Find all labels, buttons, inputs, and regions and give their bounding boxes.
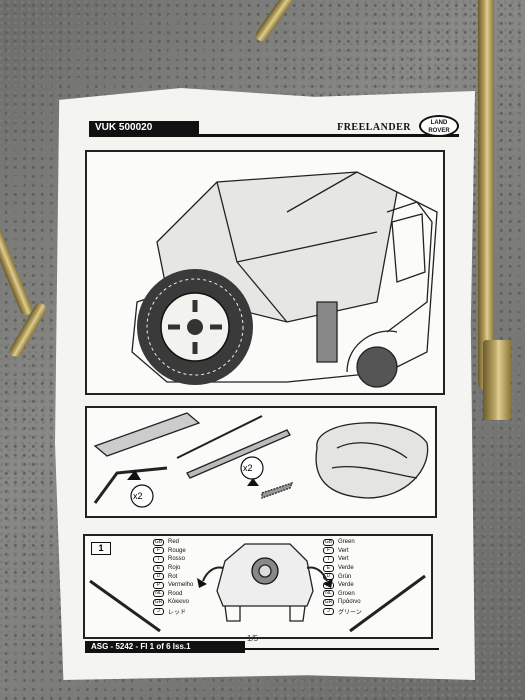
sheet-header: VUK 500020 FREELANDER LAND ROVER [89,115,459,137]
vehicle-illustration-panel [85,150,445,395]
logo-text-bottom: ROVER [428,128,450,134]
metal-rod-top [253,0,295,44]
page-indicator: 1/5 [247,634,259,643]
metal-rod-right-sleeve [483,340,511,420]
logo-text-top: LAND [430,120,448,126]
part-number: VUK 500020 [89,121,199,136]
instruction-sheet: VUK 500020 FREELANDER LAND ROVER [55,88,475,680]
model-name: FREELANDER [337,122,411,133]
step-one-drawing [89,543,426,633]
kit-contents-drawing: x2 x2 [93,412,429,508]
footer-divider [245,648,439,650]
land-rover-logo: LAND ROVER [419,115,459,137]
metal-rod-left [0,173,34,317]
footer-code: ASG - 5242 - FI 1 of 6 Iss.1 [85,641,245,653]
kit-contents-panel: x2 x2 [85,406,437,518]
vehicle-cover-drawing [131,171,438,388]
quantity-label: x2 [133,491,143,501]
step-number: 1 [91,542,111,555]
metal-rod-right [478,0,494,390]
quantity-label: x2 [243,463,253,473]
